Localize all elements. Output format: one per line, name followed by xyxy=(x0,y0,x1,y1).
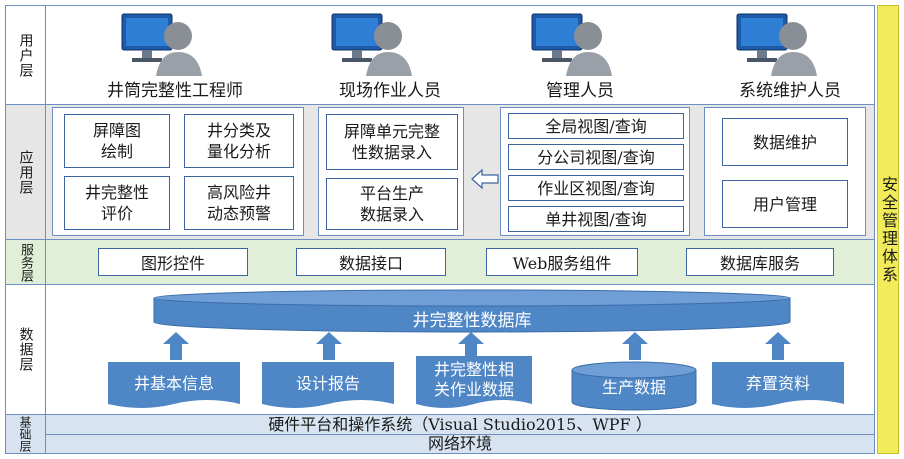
service-data-interface: 数据接口 xyxy=(296,248,446,276)
separator-line xyxy=(5,284,875,285)
app-user-management: 用户管理 xyxy=(722,180,848,228)
user-maintainer: 系统维护人员 xyxy=(739,81,841,101)
app-risk-warning: 高风险井 动态预警 xyxy=(184,176,294,230)
database-label: 井完整性数据库 xyxy=(412,311,532,331)
document-shape xyxy=(712,362,844,408)
app-well-classification: 井分类及 量化分析 xyxy=(184,114,294,168)
layer-label-user: 用户层 xyxy=(6,6,46,104)
layer-label-data: 数据层 xyxy=(6,285,46,414)
app-single-well-view: 单井视图/查询 xyxy=(508,206,684,232)
separator-line xyxy=(5,239,875,240)
service-database: 数据库服务 xyxy=(686,248,834,276)
up-arrow-icon xyxy=(163,332,189,360)
service-web-component: Web服务组件 xyxy=(486,248,638,276)
user-engineer: 井筒完整性工程师 xyxy=(107,81,243,101)
separator-line xyxy=(46,434,875,435)
database-cylinder-icon xyxy=(153,289,791,333)
app-integrity-evaluation: 井完整性 评价 xyxy=(64,176,170,230)
layer-label-application: 应用层 xyxy=(6,105,46,239)
layer-label-service: 服务层 xyxy=(6,240,46,284)
app-barrier-data-entry: 屏障单元完整 性数据录入 xyxy=(326,114,458,170)
up-arrow-icon xyxy=(316,332,342,360)
user-computer-icon xyxy=(531,13,612,76)
service-graphics-control: 图形控件 xyxy=(98,248,248,276)
app-data-maintenance: 数据维护 xyxy=(722,118,848,166)
app-barrier-diagram: 屏障图 绘制 xyxy=(64,114,170,168)
document-shape xyxy=(416,356,532,408)
separator-line xyxy=(5,104,875,105)
separator-line xyxy=(5,414,875,415)
foundation-network: 网络环境 xyxy=(427,434,492,453)
app-production-data-entry: 平台生产 数据录入 xyxy=(326,178,458,230)
source-design-report: 设计报告 xyxy=(295,374,360,393)
app-global-view: 全局视图/查询 xyxy=(508,113,684,139)
source-well-basic-info: 井基本信息 xyxy=(133,374,214,393)
user-field-staff: 现场作业人员 xyxy=(339,81,441,101)
document-shape xyxy=(108,362,240,408)
up-arrow-icon xyxy=(622,332,648,360)
security-system-bar: 安全管理体系 xyxy=(877,5,899,454)
user-manager: 管理人员 xyxy=(546,81,614,101)
diagram-frame xyxy=(5,5,875,454)
app-area-view: 作业区视图/查询 xyxy=(508,175,684,201)
user-computer-icon xyxy=(121,13,202,76)
source-production-data: 生产数据 xyxy=(601,378,666,397)
app-branch-view: 分公司视图/查询 xyxy=(508,144,684,170)
user-computer-icon xyxy=(331,13,412,76)
layer-label-foundation: 基础层 xyxy=(6,415,46,453)
source-abandonment-data: 弃置资料 xyxy=(745,374,810,393)
up-arrow-icon xyxy=(458,332,484,360)
foundation-platform: 硬件平台和操作系统（Visual Studio2015、WPF ） xyxy=(268,415,652,434)
up-arrow-icon xyxy=(765,332,791,360)
document-shape xyxy=(262,362,394,408)
source-integrity-operations: 井完整性相 关作业数据 xyxy=(433,360,514,399)
user-computer-icon xyxy=(736,13,817,76)
arrow-left-icon xyxy=(471,168,499,190)
production-data-cylinder-icon xyxy=(571,369,697,411)
